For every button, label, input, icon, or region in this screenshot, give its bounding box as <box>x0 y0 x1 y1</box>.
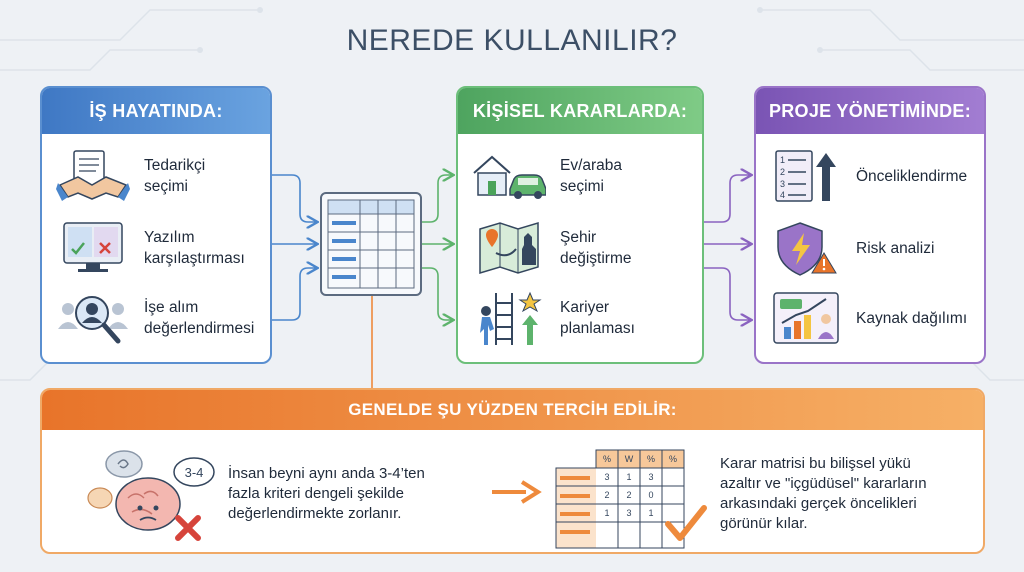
personal-item-career: Kariyer planlaması <box>458 288 702 348</box>
matrix-header-cell: % <box>647 454 655 464</box>
personal-header: KİŞİSEL KARARLARDA: <box>458 88 702 134</box>
personal-item-city-label: Şehir değiştirme <box>560 229 632 267</box>
matrix-cell: 1 <box>648 508 653 518</box>
business-header: İŞ HAYATINDA: <box>42 88 270 134</box>
matrix-cell: 2 <box>604 490 609 500</box>
project-item-priority-label: Önceliklendirme <box>856 167 968 185</box>
career-ladder-icon <box>472 289 546 347</box>
matrix-cell: 3 <box>626 508 631 518</box>
business-item-hiring: İşe alım değerlendirmesi <box>42 288 270 348</box>
svg-text:4: 4 <box>780 190 785 200</box>
project-item-risk-label: Risk analizi <box>856 239 935 257</box>
bubble-label: 3-4 <box>185 465 204 480</box>
why-preferred-box: GENELDE ŞU YÜZDEN TERCİH EDİLİR: 3-4 İns… <box>40 388 985 554</box>
map-relocate-icon <box>472 219 546 277</box>
matrix-cell: 0 <box>648 490 653 500</box>
decision-matrix-icon <box>320 192 422 296</box>
matrix-cell: 3 <box>604 472 609 482</box>
personal-item-career-label: Kariyer planlaması <box>560 299 635 337</box>
matrix-cell: 3 <box>648 472 653 482</box>
resource-chart-icon <box>770 289 844 347</box>
matrix-header-cell: % <box>669 454 677 464</box>
project-header: PROJE YÖNETİMİNDE: <box>756 88 984 134</box>
solution-text: Karar matrisi bu bilişsel yükü azaltır v… <box>720 455 927 532</box>
arrow-right-icon <box>490 480 542 504</box>
page-title: NEREDE KULLANILIR? <box>346 24 678 57</box>
house-car-icon <box>472 147 546 205</box>
personal-item-house-car: Ev/araba seçimi <box>458 146 702 206</box>
personal-card: KİŞİSEL KARARLARDA: Ev/araba seçimi <box>456 86 704 364</box>
business-item-supplier-label: Tedarikçi seçimi <box>144 157 206 195</box>
personal-item-city: Şehir değiştirme <box>458 218 702 278</box>
software-compare-icon <box>56 219 130 277</box>
scored-matrix-icon: % W%% 3 1 3 2 2 0 1 3 1 <box>552 446 712 550</box>
project-item-resource-label: Kaynak dağılımı <box>856 309 968 327</box>
handshake-icon <box>56 147 130 205</box>
matrix-header-cell: W <box>625 454 634 464</box>
matrix-header-cell: % <box>603 454 611 464</box>
business-card: İŞ HAYATINDA: Tedarikçi seçimi <box>40 86 272 364</box>
business-item-software-label: Yazılım karşılaştırması <box>144 229 245 267</box>
overloaded-brain-icon: 3-4 <box>82 442 222 546</box>
matrix-cell: 1 <box>626 472 631 482</box>
business-item-hiring-label: İşe alım değerlendirmesi <box>144 299 255 337</box>
matrix-cell: 1 <box>604 508 609 518</box>
matrix-cell: 2 <box>626 490 631 500</box>
project-item-risk: Risk analizi <box>756 218 984 278</box>
project-item-resource: Kaynak dağılımı <box>756 288 984 348</box>
personal-item-house-car-label: Ev/araba seçimi <box>560 157 623 195</box>
svg-text:3: 3 <box>780 179 785 189</box>
svg-text:2: 2 <box>780 167 785 177</box>
problem-text: İnsan beyni aynı anda 3-4’ten fazla krit… <box>228 465 425 522</box>
why-header: GENELDE ŞU YÜZDEN TERCİH EDİLİR: <box>42 390 983 430</box>
risk-shield-icon <box>770 219 844 277</box>
business-item-software: Yazılım karşılaştırması <box>42 218 270 278</box>
business-item-supplier: Tedarikçi seçimi <box>42 146 270 206</box>
svg-text:1: 1 <box>780 155 785 165</box>
candidate-search-icon <box>56 289 130 347</box>
